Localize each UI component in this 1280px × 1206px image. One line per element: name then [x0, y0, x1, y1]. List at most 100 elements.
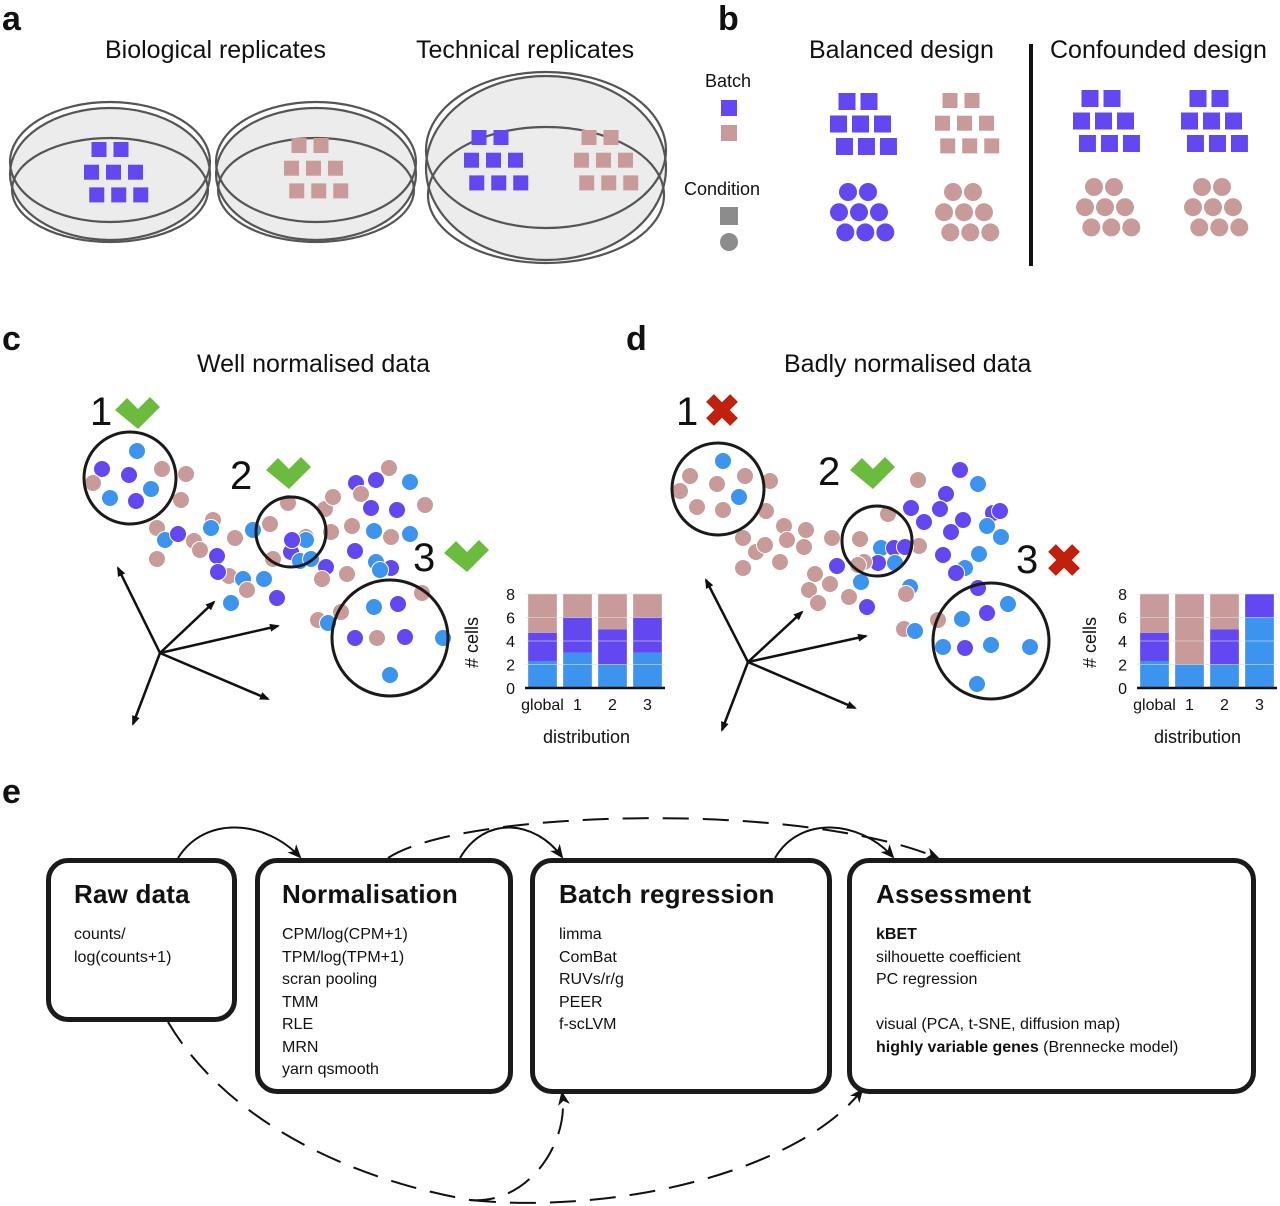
- list-item: kBET: [876, 924, 1251, 947]
- cell-point: [978, 604, 996, 622]
- cell-circle: [1193, 178, 1211, 196]
- cell-point: [142, 480, 160, 498]
- list-item: log(counts+1): [74, 948, 172, 966]
- cell-circle: [935, 203, 953, 222]
- bar-segment: [563, 617, 592, 653]
- panel-c-region-2-label: 2: [230, 454, 253, 498]
- cell-point: [934, 638, 952, 656]
- legend-batch-pink: [721, 125, 737, 141]
- cell-point: [688, 498, 706, 516]
- cell-circle: [870, 203, 888, 222]
- x-tick-label: 1: [573, 697, 582, 714]
- box-batch-regression: Batch regression limma ComBat RUVs/r/g P…: [530, 858, 832, 1094]
- cell-square: [1073, 112, 1090, 130]
- cell-square: [838, 93, 856, 110]
- cell-point: [208, 547, 226, 565]
- cell-point: [800, 581, 818, 599]
- bar-segment: [563, 652, 592, 688]
- cell-point: [771, 553, 789, 571]
- cell-square: [311, 183, 327, 199]
- pca-axes-panel-d: [704, 578, 868, 732]
- y-tick-label: 8: [1118, 587, 1127, 604]
- cell-point: [821, 575, 839, 593]
- bar-segment: [1245, 594, 1274, 618]
- arrow-batch-to-assess: [774, 826, 895, 859]
- cell-square: [984, 138, 1000, 154]
- list-item: scran pooling: [282, 971, 378, 988]
- cell-point: [999, 595, 1017, 613]
- cell-point: [953, 610, 971, 628]
- legend-batch-label: Batch: [705, 71, 752, 91]
- cell-square: [852, 115, 869, 133]
- cell-point: [255, 570, 273, 588]
- region-circle: [931, 581, 1051, 701]
- cell-square: [979, 115, 994, 131]
- cell-point: [380, 459, 398, 477]
- cell-point: [1021, 638, 1039, 656]
- list-item-bold: kBET: [876, 926, 917, 943]
- panel-d-region-1-label: 1: [676, 390, 699, 434]
- list-item: MRN: [282, 1038, 319, 1056]
- y-tick-label: 0: [1118, 681, 1127, 698]
- cell-square: [89, 187, 105, 203]
- balanced-design-title: Balanced design: [809, 36, 994, 64]
- cell-square: [964, 93, 980, 108]
- dashed-raw-to-batch: [167, 1021, 570, 1202]
- cell-point: [730, 488, 748, 506]
- region-circle: [254, 495, 328, 569]
- list-item: highly variable genes (Brennecke model): [876, 1037, 1251, 1060]
- cell-point: [937, 485, 955, 503]
- cell-point: [127, 492, 145, 510]
- cell-point: [992, 528, 1010, 546]
- cell-point: [778, 531, 796, 549]
- bar-segment: [633, 594, 662, 618]
- list-item: silhouette coefficient: [876, 948, 1021, 966]
- y-tick-label: 4: [506, 634, 515, 651]
- box-batch-regression-title: Batch regression: [559, 879, 775, 909]
- cell-point: [93, 460, 111, 478]
- cell-square: [857, 138, 875, 155]
- cell-circle: [961, 223, 980, 242]
- scatter-panel-d: [671, 452, 1039, 693]
- cell-point: [681, 467, 699, 485]
- check-icon: [266, 457, 311, 489]
- list-item: TMM: [282, 993, 319, 1011]
- cell-square: [830, 115, 847, 133]
- cell-point: [222, 594, 240, 612]
- panel-c-region-1-label: 1: [90, 390, 113, 434]
- x-tick-label: global: [1133, 697, 1176, 714]
- cell-point: [714, 452, 732, 470]
- cross-icon: [706, 394, 738, 426]
- cell-point: [823, 529, 841, 547]
- cell-point: [978, 517, 996, 535]
- box-normalisation-items: CPM/log(CPM+1) TPM/log(TPM+1) scran pool…: [282, 924, 508, 1082]
- y-tick-label: 6: [1118, 611, 1127, 628]
- cell-circle: [856, 223, 875, 242]
- cell-circle: [839, 183, 857, 201]
- cell-square: [1211, 90, 1229, 107]
- cell-square: [603, 130, 619, 145]
- list-item: ComBat: [559, 948, 617, 966]
- bar-segment: [1210, 629, 1239, 665]
- cell-point: [851, 530, 869, 548]
- cell-square: [618, 152, 633, 168]
- cell-point: [756, 536, 774, 554]
- cell-point: [343, 517, 361, 535]
- design-shapes-panel-b: [830, 90, 1249, 242]
- list-item: CPM/log(CPM+1): [282, 926, 408, 943]
- cell-square: [835, 138, 853, 155]
- cell-point: [401, 473, 419, 491]
- cell-circle: [1085, 178, 1103, 196]
- cell-point: [736, 467, 754, 485]
- bar-segment: [1140, 594, 1169, 633]
- cell-square: [935, 115, 950, 131]
- list-item: [876, 992, 1251, 1015]
- bar-segment: [598, 664, 627, 688]
- list-item-rest: (Brennecke model): [1038, 1038, 1179, 1056]
- list-item: TPM/log(TPM+1): [282, 948, 405, 966]
- list-item-bold: highly variable genes: [876, 1038, 1039, 1056]
- cell-point: [313, 570, 331, 588]
- cell-square: [91, 142, 107, 157]
- box-assessment-title: Assessment: [876, 879, 1032, 909]
